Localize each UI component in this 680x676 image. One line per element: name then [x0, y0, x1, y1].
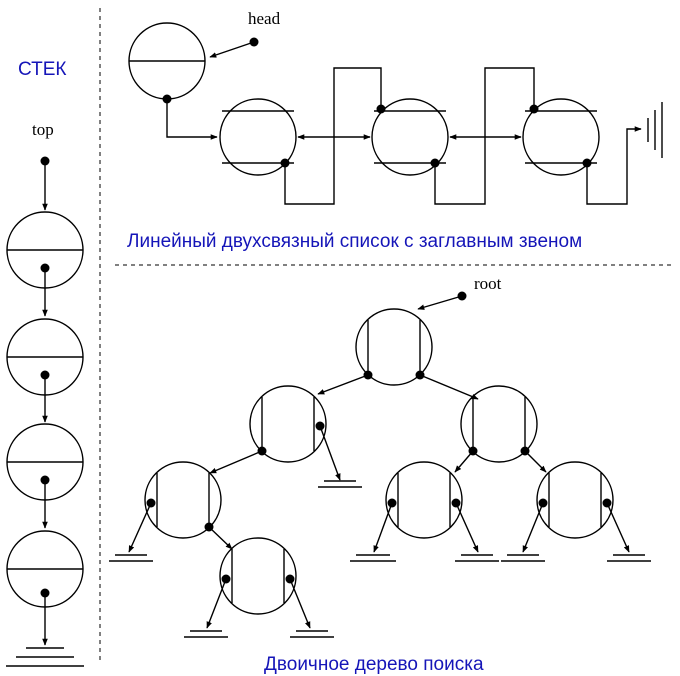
stack-title: СТЕК [18, 59, 66, 80]
tree-diagram: root [109, 274, 651, 675]
stack-ground-symbol [6, 647, 84, 667]
tree-edge [454, 450, 474, 473]
null-ground-symbol [290, 630, 334, 638]
tree-edge-to-null [455, 502, 479, 553]
tree-node [460, 385, 538, 463]
tree-node [355, 308, 433, 386]
root-label: root [474, 274, 502, 293]
tree-node [249, 385, 327, 463]
list-header-node [128, 22, 218, 140]
null-ground-symbol [318, 480, 362, 488]
null-ground-symbol [184, 630, 228, 638]
head-label: head [248, 9, 281, 28]
tree-edge-to-null [522, 502, 544, 553]
list-node [371, 98, 449, 176]
list-node [219, 98, 297, 176]
list-tail-link [586, 126, 642, 205]
top-label: top [32, 120, 54, 139]
tree-edge-to-null [289, 578, 311, 629]
list-link [284, 67, 382, 205]
null-ground-symbol [501, 554, 545, 562]
list-ground-symbol [647, 102, 663, 158]
tree-node [144, 461, 222, 539]
tree-edge-to-null [206, 578, 227, 629]
stack-node [6, 423, 84, 529]
stack-diagram: СТЕК top [6, 59, 84, 667]
tree-edge [419, 374, 479, 400]
tree-edge [208, 526, 233, 550]
null-ground-symbol [455, 554, 499, 562]
tree-edge [209, 450, 263, 474]
null-ground-symbol [350, 554, 396, 562]
tree-node [219, 537, 297, 615]
tree-edge [524, 450, 547, 473]
stack-node [6, 318, 84, 423]
tree-edge-to-null [606, 502, 630, 553]
tree-edge-to-null [319, 425, 341, 481]
tree-edge-to-null [128, 502, 152, 553]
tree-edge-to-null [373, 502, 393, 553]
list-link [434, 67, 535, 205]
list-diagram: head [127, 9, 663, 252]
tree-node [536, 461, 614, 539]
null-ground-symbol [607, 554, 651, 562]
tree-caption: Двоичное дерево поиска [264, 654, 484, 675]
root-pointer-arrow [417, 295, 463, 310]
head-pointer-arrow [209, 41, 255, 58]
list-caption: Линейный двухсвязный список с заглавным … [127, 231, 582, 252]
tree-node [385, 461, 463, 539]
stack-node [6, 211, 84, 317]
null-ground-symbol [109, 554, 153, 562]
stack-node [6, 530, 84, 646]
tree-edge [317, 374, 369, 395]
